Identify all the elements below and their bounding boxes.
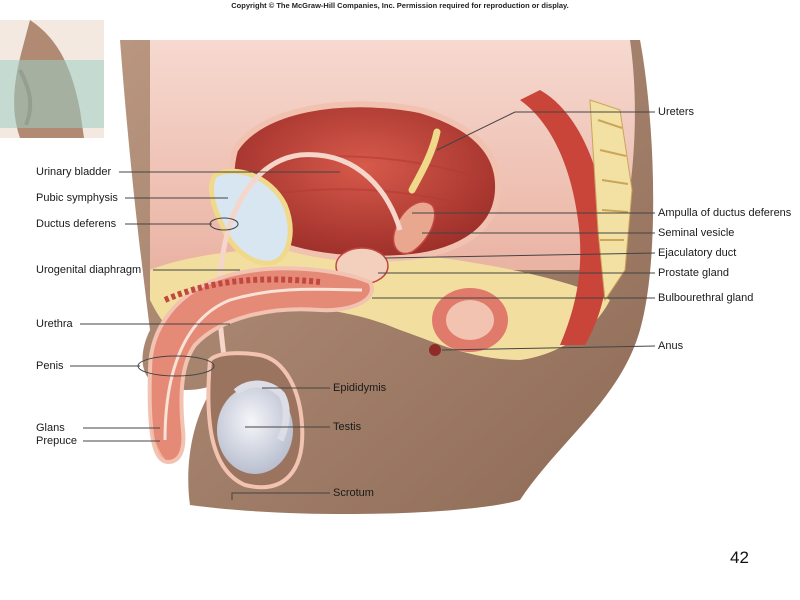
label-seminal-vesicle: Seminal vesicle	[658, 227, 734, 240]
label-ductus-deferens: Ductus deferens	[36, 218, 116, 231]
label-ureters: Ureters	[658, 106, 694, 119]
label-bulbourethral-gland: Bulbourethral gland	[658, 292, 753, 305]
label-penis: Penis	[36, 360, 64, 373]
label-anus: Anus	[658, 340, 683, 353]
label-urethra: Urethra	[36, 318, 73, 331]
label-ampulla: Ampulla of ductus deferens	[658, 207, 791, 220]
label-urinary-bladder: Urinary bladder	[36, 166, 111, 179]
label-prepuce: Prepuce	[36, 435, 77, 448]
label-epididymis: Epididymis	[333, 382, 386, 395]
orientation-thumbnail	[0, 20, 104, 138]
label-glans: Glans	[36, 422, 65, 435]
label-urogenital-diaphragm: Urogenital diaphragm	[36, 264, 141, 277]
label-prostate-gland: Prostate gland	[658, 267, 729, 280]
scrotum-testis-shape	[208, 353, 302, 487]
label-testis: Testis	[333, 421, 361, 434]
page-number: 42	[730, 548, 749, 568]
label-ejaculatory-duct: Ejaculatory duct	[658, 247, 736, 260]
anus-shape	[429, 344, 441, 356]
label-scrotum: Scrotum	[333, 487, 374, 500]
label-pubic-symphysis: Pubic symphysis	[36, 192, 118, 205]
